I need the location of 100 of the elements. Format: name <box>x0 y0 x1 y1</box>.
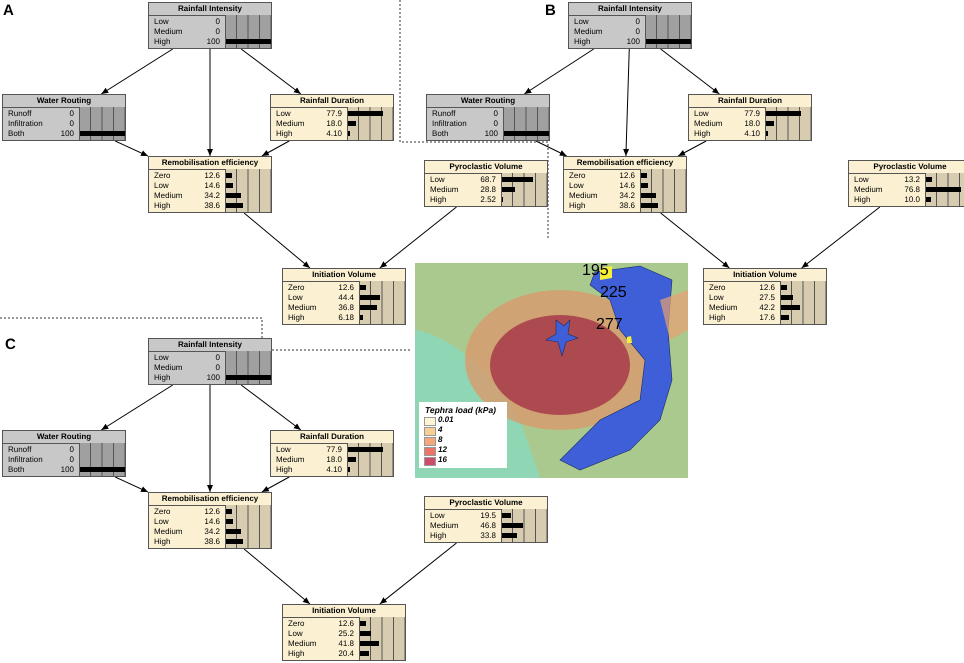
state-label: Low <box>574 17 589 27</box>
probability-value: 34.2 <box>619 191 635 201</box>
state-label: Low <box>154 517 169 527</box>
network-node-box <box>424 160 548 207</box>
network-node-box <box>2 430 126 477</box>
probability-value: 100 <box>484 129 498 139</box>
network-node-box <box>282 268 406 325</box>
probability-value: 100 <box>626 37 640 47</box>
probability-value: 0 <box>494 109 498 119</box>
legend-label: 12 <box>438 445 447 454</box>
state-label: Medium <box>288 639 316 649</box>
arrow <box>623 48 630 156</box>
arrow <box>244 548 310 604</box>
panel-letter: C <box>5 336 16 353</box>
state-label: High <box>694 129 710 139</box>
probability-value: 68.7 <box>480 175 496 185</box>
probability-value: 19.5 <box>480 511 496 521</box>
state-label: Medium <box>694 119 722 129</box>
probability-value: 0 <box>216 353 220 363</box>
probability-value: 33.8 <box>480 531 496 541</box>
state-label: Low <box>276 445 291 455</box>
state-label: Medium <box>709 303 738 313</box>
state-label: High <box>574 37 590 47</box>
probability-value: 17.6 <box>759 313 775 323</box>
state-label: Runoff <box>8 445 32 455</box>
state-label: Zero <box>154 507 170 517</box>
probability-value: 0 <box>636 17 640 27</box>
state-label: Zero <box>154 171 170 181</box>
state-label: Low <box>569 181 584 191</box>
probability-value: 77.9 <box>744 109 760 119</box>
network-node-box <box>848 160 964 207</box>
state-label: High <box>854 195 870 205</box>
network-node-box <box>688 94 812 141</box>
arrow <box>261 476 290 492</box>
network-node-box <box>426 94 550 141</box>
probability-value: 38.6 <box>204 201 220 211</box>
state-label: Low <box>154 17 169 27</box>
arrow <box>801 206 880 268</box>
arrow <box>379 206 457 268</box>
probability-value: 100 <box>60 129 74 139</box>
state-label: Medium <box>569 191 598 201</box>
probability-value: 0 <box>216 363 220 373</box>
arrow <box>114 140 148 157</box>
arrow <box>261 140 290 156</box>
panel-letter: B <box>545 2 556 19</box>
state-label: Both <box>8 129 24 139</box>
arrow <box>207 48 213 156</box>
state-label: Medium <box>154 191 182 201</box>
arrow <box>114 476 148 493</box>
state-label: Zero <box>569 171 586 181</box>
state-label: High <box>276 465 292 475</box>
probability-value: 25.2 <box>338 629 354 639</box>
probability-value: 38.6 <box>204 537 220 547</box>
arrow <box>244 212 310 268</box>
probability-value: 20.4 <box>338 649 354 659</box>
arrow <box>678 140 707 156</box>
arrow <box>207 384 213 492</box>
arrow <box>379 542 457 604</box>
probability-value: 28.8 <box>480 185 496 195</box>
state-label: Runoff <box>432 109 456 119</box>
state-label: Low <box>709 293 724 303</box>
probability-value: 76.8 <box>904 185 920 195</box>
probability-value: 0 <box>216 27 220 37</box>
network-node-box <box>568 2 692 49</box>
network-node-box <box>148 338 272 385</box>
arrow <box>240 384 302 430</box>
state-label: High <box>430 531 446 541</box>
state-label: Medium <box>154 27 182 37</box>
state-label: High <box>288 649 304 659</box>
probability-value: 14.6 <box>204 517 220 527</box>
probability-value: 18.0 <box>326 119 342 129</box>
state-label: Medium <box>154 527 182 537</box>
state-label: Medium <box>854 185 882 195</box>
state-label: Medium <box>276 119 304 129</box>
state-label: Infiltration <box>8 455 43 465</box>
probability-value: 14.6 <box>619 181 635 191</box>
state-label: Low <box>694 109 709 119</box>
map-number: 225 <box>600 284 627 302</box>
arrow <box>524 48 594 94</box>
probability-value: 12.6 <box>338 619 354 629</box>
state-label: Zero <box>288 283 304 293</box>
state-label: High <box>154 201 170 211</box>
probability-value: 77.9 <box>326 445 342 455</box>
probability-value: 42.2 <box>759 303 775 313</box>
state-label: Low <box>430 175 445 185</box>
state-label: High <box>154 373 170 383</box>
panel-letter: A <box>3 2 14 19</box>
probability-value: 100 <box>206 373 220 383</box>
legend-label: 4 <box>438 425 442 434</box>
state-label: Both <box>432 129 448 139</box>
network-node-box <box>703 268 827 325</box>
probability-value: 12.6 <box>204 507 220 517</box>
probability-value: 34.2 <box>204 191 220 201</box>
state-label: Medium <box>154 363 182 373</box>
arrow <box>100 48 174 94</box>
probability-value: 18.0 <box>326 455 342 465</box>
legend-label: 0.01 <box>438 415 454 424</box>
probability-value: 0 <box>636 27 640 37</box>
probability-value: 4.10 <box>326 465 342 475</box>
network-node-box <box>148 2 272 49</box>
